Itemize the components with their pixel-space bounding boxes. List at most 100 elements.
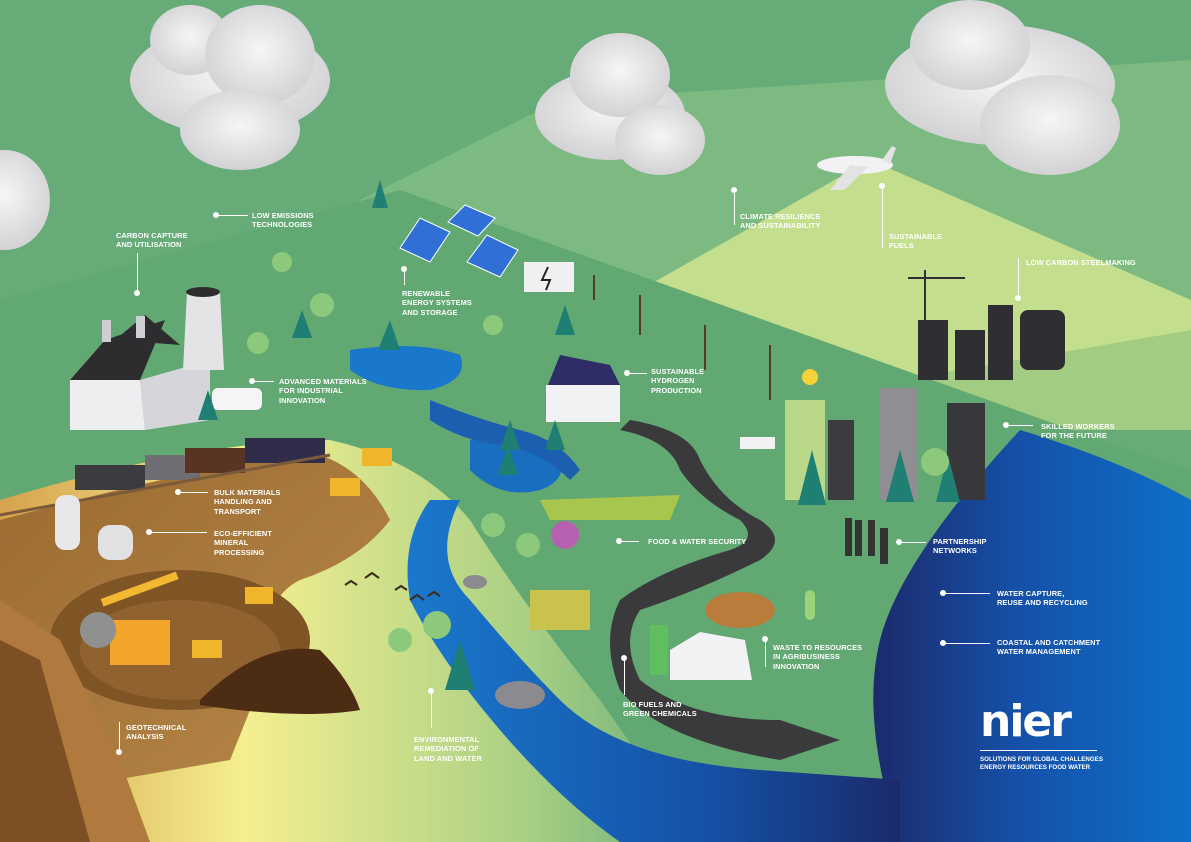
label-water-capture: WATER CAPTURE, REUSE AND RECYCLING	[997, 589, 1088, 608]
tree-icon	[198, 180, 960, 690]
callout-dot	[896, 539, 902, 545]
callout-dot	[213, 212, 219, 218]
label-line: AND STORAGE	[402, 307, 458, 317]
label-line: CLIMATE RESILIENCE	[740, 212, 821, 221]
label-line: ANALYSIS	[126, 732, 164, 742]
callout-line	[945, 593, 990, 594]
callout-dot	[401, 266, 407, 272]
label-line: CARBON CAPTURE	[116, 231, 188, 240]
airplane-icon	[817, 146, 896, 190]
callout-dot	[116, 749, 122, 755]
nier-logo: nier SOLUTIONS FOR GLOBAL CHALLENGES ENE…	[980, 696, 1103, 772]
cloud-icon	[130, 5, 330, 170]
label-line: SUSTAINABLE	[651, 367, 705, 376]
vineyard-icon	[540, 495, 680, 549]
cloud-icon	[535, 33, 705, 175]
label-line: NETWORKS	[933, 546, 977, 556]
steel-plant-icon	[918, 305, 1065, 380]
callout-line	[180, 492, 208, 493]
label-line: AND SUSTAINABILITY	[740, 221, 821, 231]
callout-line	[1008, 425, 1033, 426]
callout-line	[945, 643, 990, 644]
callout-line	[624, 660, 625, 695]
logo-divider	[980, 750, 1097, 751]
people-silhouette-icon	[845, 518, 888, 564]
corn-icon	[530, 590, 590, 630]
label-line: LOW CARBON STEELMAKING	[1026, 258, 1136, 267]
callout-line	[901, 542, 926, 543]
label-low-carbon-steel: LOW CARBON STEELMAKING	[1026, 258, 1136, 267]
waste-pile-icon	[705, 592, 775, 628]
factory-icon	[70, 315, 210, 430]
electric-car-icon	[670, 632, 752, 680]
callout-dot	[1015, 295, 1021, 301]
callout-dot	[249, 378, 255, 384]
fuel-pump-icon	[650, 625, 668, 675]
callout-dot	[616, 538, 622, 544]
label-renewable-energy: RENEWABLE ENERGY SYSTEMS AND STORAGE	[402, 289, 472, 317]
crane-icon	[908, 270, 965, 340]
battery-storage-icon	[524, 262, 574, 292]
label-eco-mineral: ECO-EFFICIENT MINERAL PROCESSING	[214, 529, 272, 557]
label-line: PRODUCTION	[651, 385, 702, 395]
label-line: ADVANCED MATERIALS	[279, 377, 367, 386]
label-line: LOW EMISSIONS	[252, 211, 314, 220]
callout-line	[404, 270, 405, 285]
dump-truck-icon	[245, 587, 273, 604]
label-carbon-capture: CARBON CAPTURE AND UTILISATION	[116, 231, 188, 250]
label-food-water: FOOD & WATER SECURITY	[648, 537, 746, 546]
label-line: GEOTECHNICAL	[126, 723, 187, 732]
label-waste-resources: WASTE TO RESOURCES IN AGRIBUSINESS INNOV…	[773, 643, 862, 671]
logo-tagline-2: ENERGY RESOURCES FOOD WATER	[980, 764, 1091, 771]
label-advanced-materials: ADVANCED MATERIALS FOR INDUSTRIAL INNOVA…	[279, 377, 367, 405]
label-line: REMEDIATION OF	[414, 744, 479, 754]
label-bulk-materials: BULK MATERIALS HANDLING AND TRANSPORT	[214, 488, 281, 516]
label-hydrogen: SUSTAINABLE HYDROGEN PRODUCTION	[651, 367, 704, 395]
label-line: FOR THE FUTURE	[1041, 431, 1107, 441]
label-line: RENEWABLE	[402, 289, 451, 298]
logo-wordmark: nier	[980, 696, 1072, 747]
label-line: ENVIRONMENTAL	[414, 735, 480, 744]
label-line: BULK MATERIALS	[214, 488, 281, 497]
callout-dot	[621, 655, 627, 661]
label-environmental: ENVIRONMENTAL REMEDIATION OF LAND AND WA…	[414, 735, 482, 763]
callout-dot	[134, 290, 140, 296]
label-low-emissions: LOW EMISSIONS TECHNOLOGIES	[252, 211, 314, 230]
silo-icon	[55, 495, 133, 560]
label-partnership: PARTNERSHIP NETWORKS	[933, 537, 987, 556]
label-line: HANDLING AND	[214, 497, 272, 507]
label-line: PARTNERSHIP	[933, 537, 987, 546]
label-line: WATER MANAGEMENT	[997, 647, 1081, 657]
label-skilled-workers: SKILLED WORKERS FOR THE FUTURE	[1041, 422, 1115, 441]
bird-icon	[344, 571, 441, 601]
callout-dot	[879, 183, 885, 189]
label-line: FUELS	[889, 241, 914, 251]
label-climate-resilience: CLIMATE RESILIENCE AND SUSTAINABILITY	[740, 212, 821, 231]
callout-dot	[1003, 422, 1009, 428]
cloud-icon	[885, 0, 1120, 175]
callout-dot	[762, 636, 768, 642]
label-line: IN AGRIBUSINESS	[773, 652, 840, 662]
callout-line	[1018, 258, 1019, 298]
label-bio-fuels: BIO FUELS AND GREEN CHEMICALS	[623, 700, 697, 719]
dump-truck-icon	[362, 448, 392, 466]
label-line: BIO FUELS AND	[623, 700, 682, 709]
callout-line	[137, 253, 138, 293]
callout-dot	[731, 187, 737, 193]
callout-dot	[175, 489, 181, 495]
label-line: TRANSPORT	[214, 506, 261, 516]
callout-line	[629, 373, 647, 374]
label-line: HYDROGEN	[651, 376, 695, 386]
label-line: ENERGY SYSTEMS	[402, 298, 472, 308]
label-line: SKILLED WORKERS	[1041, 422, 1115, 431]
label-geotechnical: GEOTECHNICAL ANALYSIS	[126, 723, 186, 742]
rock-icon	[463, 575, 545, 709]
callout-line	[254, 381, 274, 382]
power-pole-icon	[593, 275, 771, 400]
dump-truck-icon	[330, 478, 360, 496]
cloud-icon	[0, 150, 50, 250]
label-sustainable-fuels: SUSTAINABLE FUELS	[889, 232, 942, 251]
label-line: LAND AND WATER	[414, 753, 482, 763]
house-icon	[546, 355, 620, 422]
